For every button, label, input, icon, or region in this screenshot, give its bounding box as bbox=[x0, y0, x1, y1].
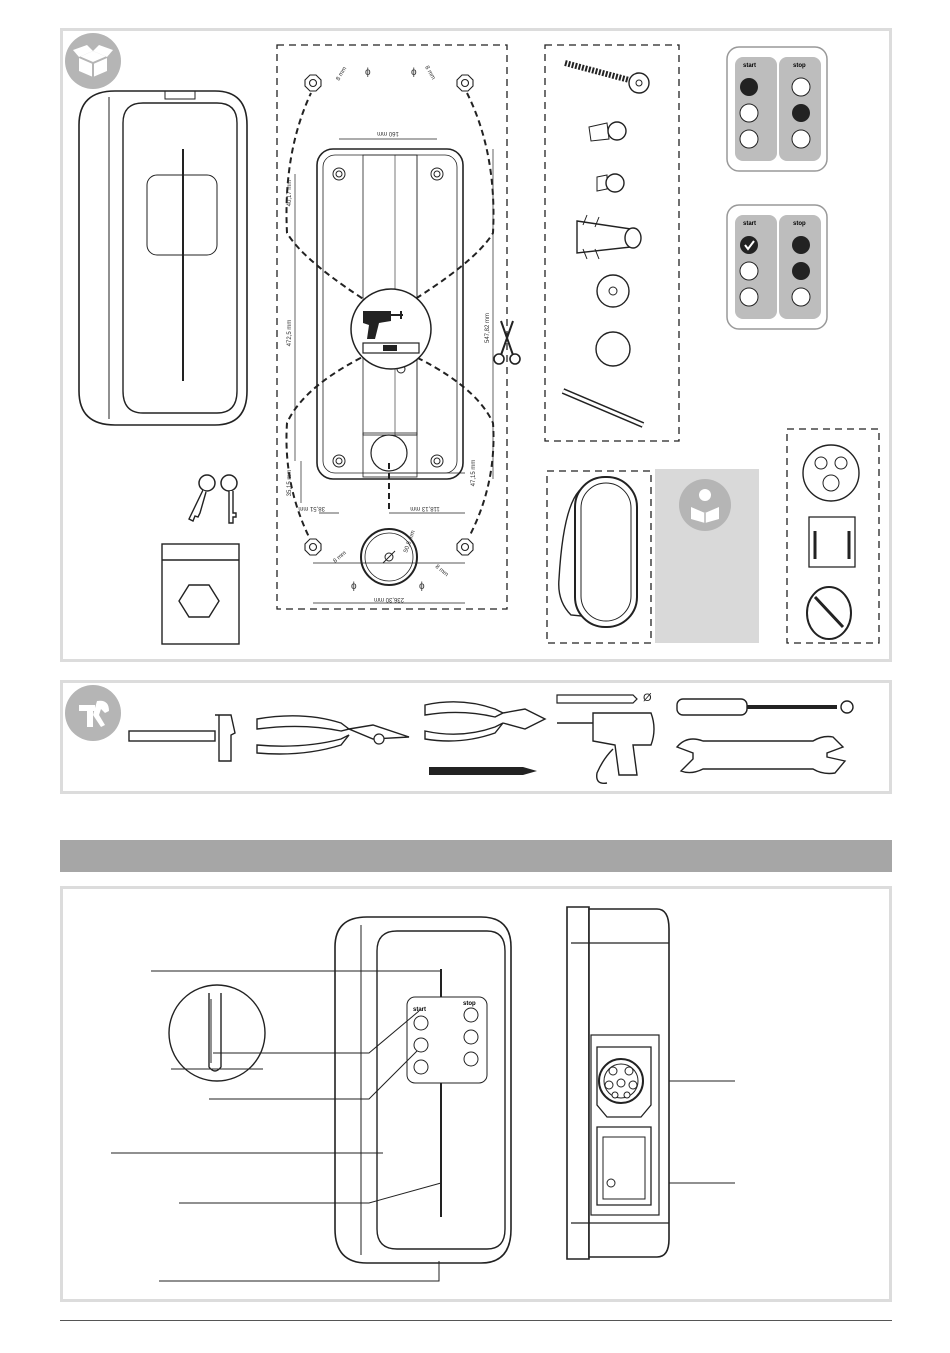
phi-top-right: ϕ bbox=[411, 67, 417, 78]
dim-height-left: 472,5 mm bbox=[287, 320, 293, 347]
phi-bottom-right: ϕ bbox=[419, 581, 425, 592]
dim-width-top: 160 mm bbox=[377, 130, 399, 136]
card1-start-label: start bbox=[743, 63, 756, 69]
dim-bottom-left-offset: 35,15 mm bbox=[287, 470, 293, 497]
read-manual-icon bbox=[677, 477, 733, 533]
package-contents-panel: 160 mm 40,17 mm 472,5 mm 547,82 mm 35,15… bbox=[60, 28, 892, 662]
device-overview-panel: start stop bbox=[60, 886, 892, 1302]
box-open-icon bbox=[65, 33, 121, 89]
dim-hole-top-right: 8 mm bbox=[423, 65, 436, 81]
drilling-template: 160 mm 40,17 mm 472,5 mm 547,82 mm 35,15… bbox=[275, 43, 511, 613]
dim-top-offset: 40,17 mm bbox=[287, 180, 293, 207]
wallbox-front-illustration bbox=[75, 87, 251, 433]
footer-rule bbox=[60, 1320, 892, 1321]
callout-lines bbox=[63, 889, 895, 1305]
dim-hole-bottom-left: 8 mm bbox=[332, 550, 347, 564]
dim-left-small: 38,51 mm bbox=[298, 505, 325, 511]
read-manual-box bbox=[655, 469, 759, 643]
screws-fixings-box bbox=[543, 43, 683, 443]
sealing-parts-box bbox=[785, 427, 881, 645]
drill-bit-symbol: Ø bbox=[641, 687, 661, 707]
hex-part-bag bbox=[161, 543, 241, 647]
scissors-icon bbox=[491, 319, 523, 367]
phi-bottom-left: ϕ bbox=[351, 581, 357, 592]
card2-start-label: start bbox=[743, 221, 756, 227]
tools-icon bbox=[65, 685, 121, 741]
dim-hole-top-left: 8 mm bbox=[336, 66, 349, 82]
card1-stop-label: stop bbox=[793, 63, 806, 69]
section-header-bar bbox=[60, 840, 892, 872]
dim-bottom-right-offset: 47,15 mm bbox=[471, 460, 477, 487]
wrench-tool bbox=[673, 727, 863, 787]
side-cutter-tool bbox=[421, 695, 551, 745]
screwdriver-tool bbox=[673, 693, 863, 723]
tools-panel: Ø bbox=[60, 680, 892, 794]
dim-bottom-width: 236,30 mm bbox=[374, 596, 404, 602]
dim-hole-bottom-right: 8 mm bbox=[434, 564, 449, 578]
phi-top-left: ϕ bbox=[365, 67, 371, 78]
wire-stripper-tool bbox=[253, 709, 413, 759]
drill-bit-diameter-label: Ø bbox=[643, 692, 652, 704]
cable-holder-box bbox=[545, 469, 655, 645]
card2-stop-label: stop bbox=[793, 221, 806, 227]
rfid-sticker-cards: start stop start stop bbox=[723, 45, 833, 335]
hammer-tool bbox=[127, 713, 239, 763]
dim-right-to-center: 118,13 mm bbox=[410, 505, 440, 511]
keys-illustration bbox=[181, 471, 251, 527]
pencil-tool bbox=[427, 765, 541, 777]
wallbox-side-view bbox=[563, 905, 675, 1263]
